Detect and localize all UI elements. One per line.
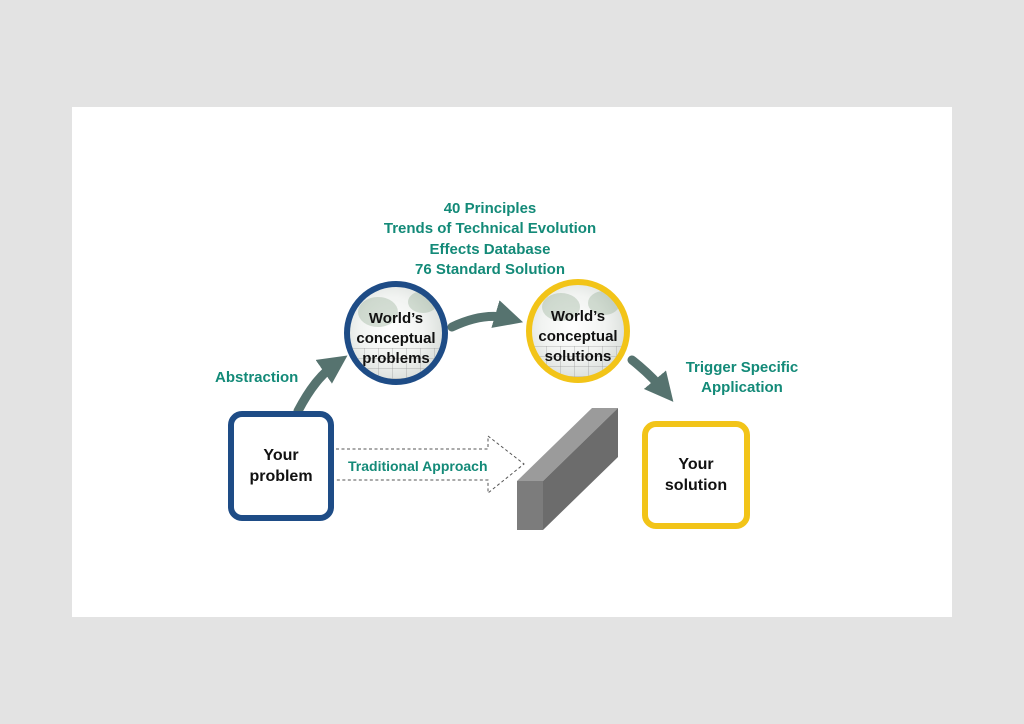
node-text-line: World’s	[550, 308, 606, 325]
globe-continent	[358, 297, 398, 327]
node-text-line: conceptual	[538, 328, 618, 345]
globe-grid	[350, 347, 442, 379]
globe-continent	[408, 291, 438, 313]
tool-item: Effects Database	[429, 240, 551, 258]
your-solution-box: Your solution	[642, 421, 750, 529]
node-text-line: problem	[249, 468, 313, 485]
slide-background	[72, 107, 952, 617]
tools-list: 40 Principles Trends of Technical Evolut…	[360, 199, 620, 280]
node-text-line: Your	[263, 447, 299, 464]
your-problem-box: Your problem	[228, 411, 334, 521]
trigger-arrow	[627, 355, 674, 402]
trigger-label-line: Application	[701, 379, 783, 396]
node-text-line: World’s	[368, 310, 424, 327]
tool-item: 40 Principles	[443, 200, 537, 217]
node-text-line: Your	[678, 456, 714, 473]
barrier-block	[517, 408, 618, 530]
mapping-arrow	[447, 300, 524, 332]
world-solutions-circle: World’s conceptual solutions	[526, 279, 630, 383]
traditional-approach-label: Traditional Approach	[348, 458, 488, 474]
tool-item: Trends of Technical Evolution	[383, 220, 597, 238]
node-text-line: conceptual	[356, 330, 436, 347]
traditional-approach-arrow	[336, 434, 525, 495]
tool-item: 76 Standard Solution	[414, 260, 565, 278]
world-solutions-text: World’s conceptual solutions	[532, 307, 624, 367]
globe-continent	[588, 291, 620, 315]
globe-grid	[532, 345, 624, 377]
abstraction-label: Abstraction	[215, 369, 299, 386]
trigger-label: Trigger Specific Application	[672, 358, 812, 398]
node-text-line: solutions	[544, 348, 612, 365]
globe-continent	[542, 293, 580, 321]
abstraction-arrow	[293, 355, 348, 416]
world-problems-text: World’s conceptual problems	[350, 309, 442, 369]
node-text-line: problems	[362, 350, 430, 367]
node-text-line: solution	[664, 477, 728, 494]
trigger-label-line: Trigger Specific	[685, 359, 799, 376]
world-problems-circle: World’s conceptual problems	[344, 281, 448, 385]
